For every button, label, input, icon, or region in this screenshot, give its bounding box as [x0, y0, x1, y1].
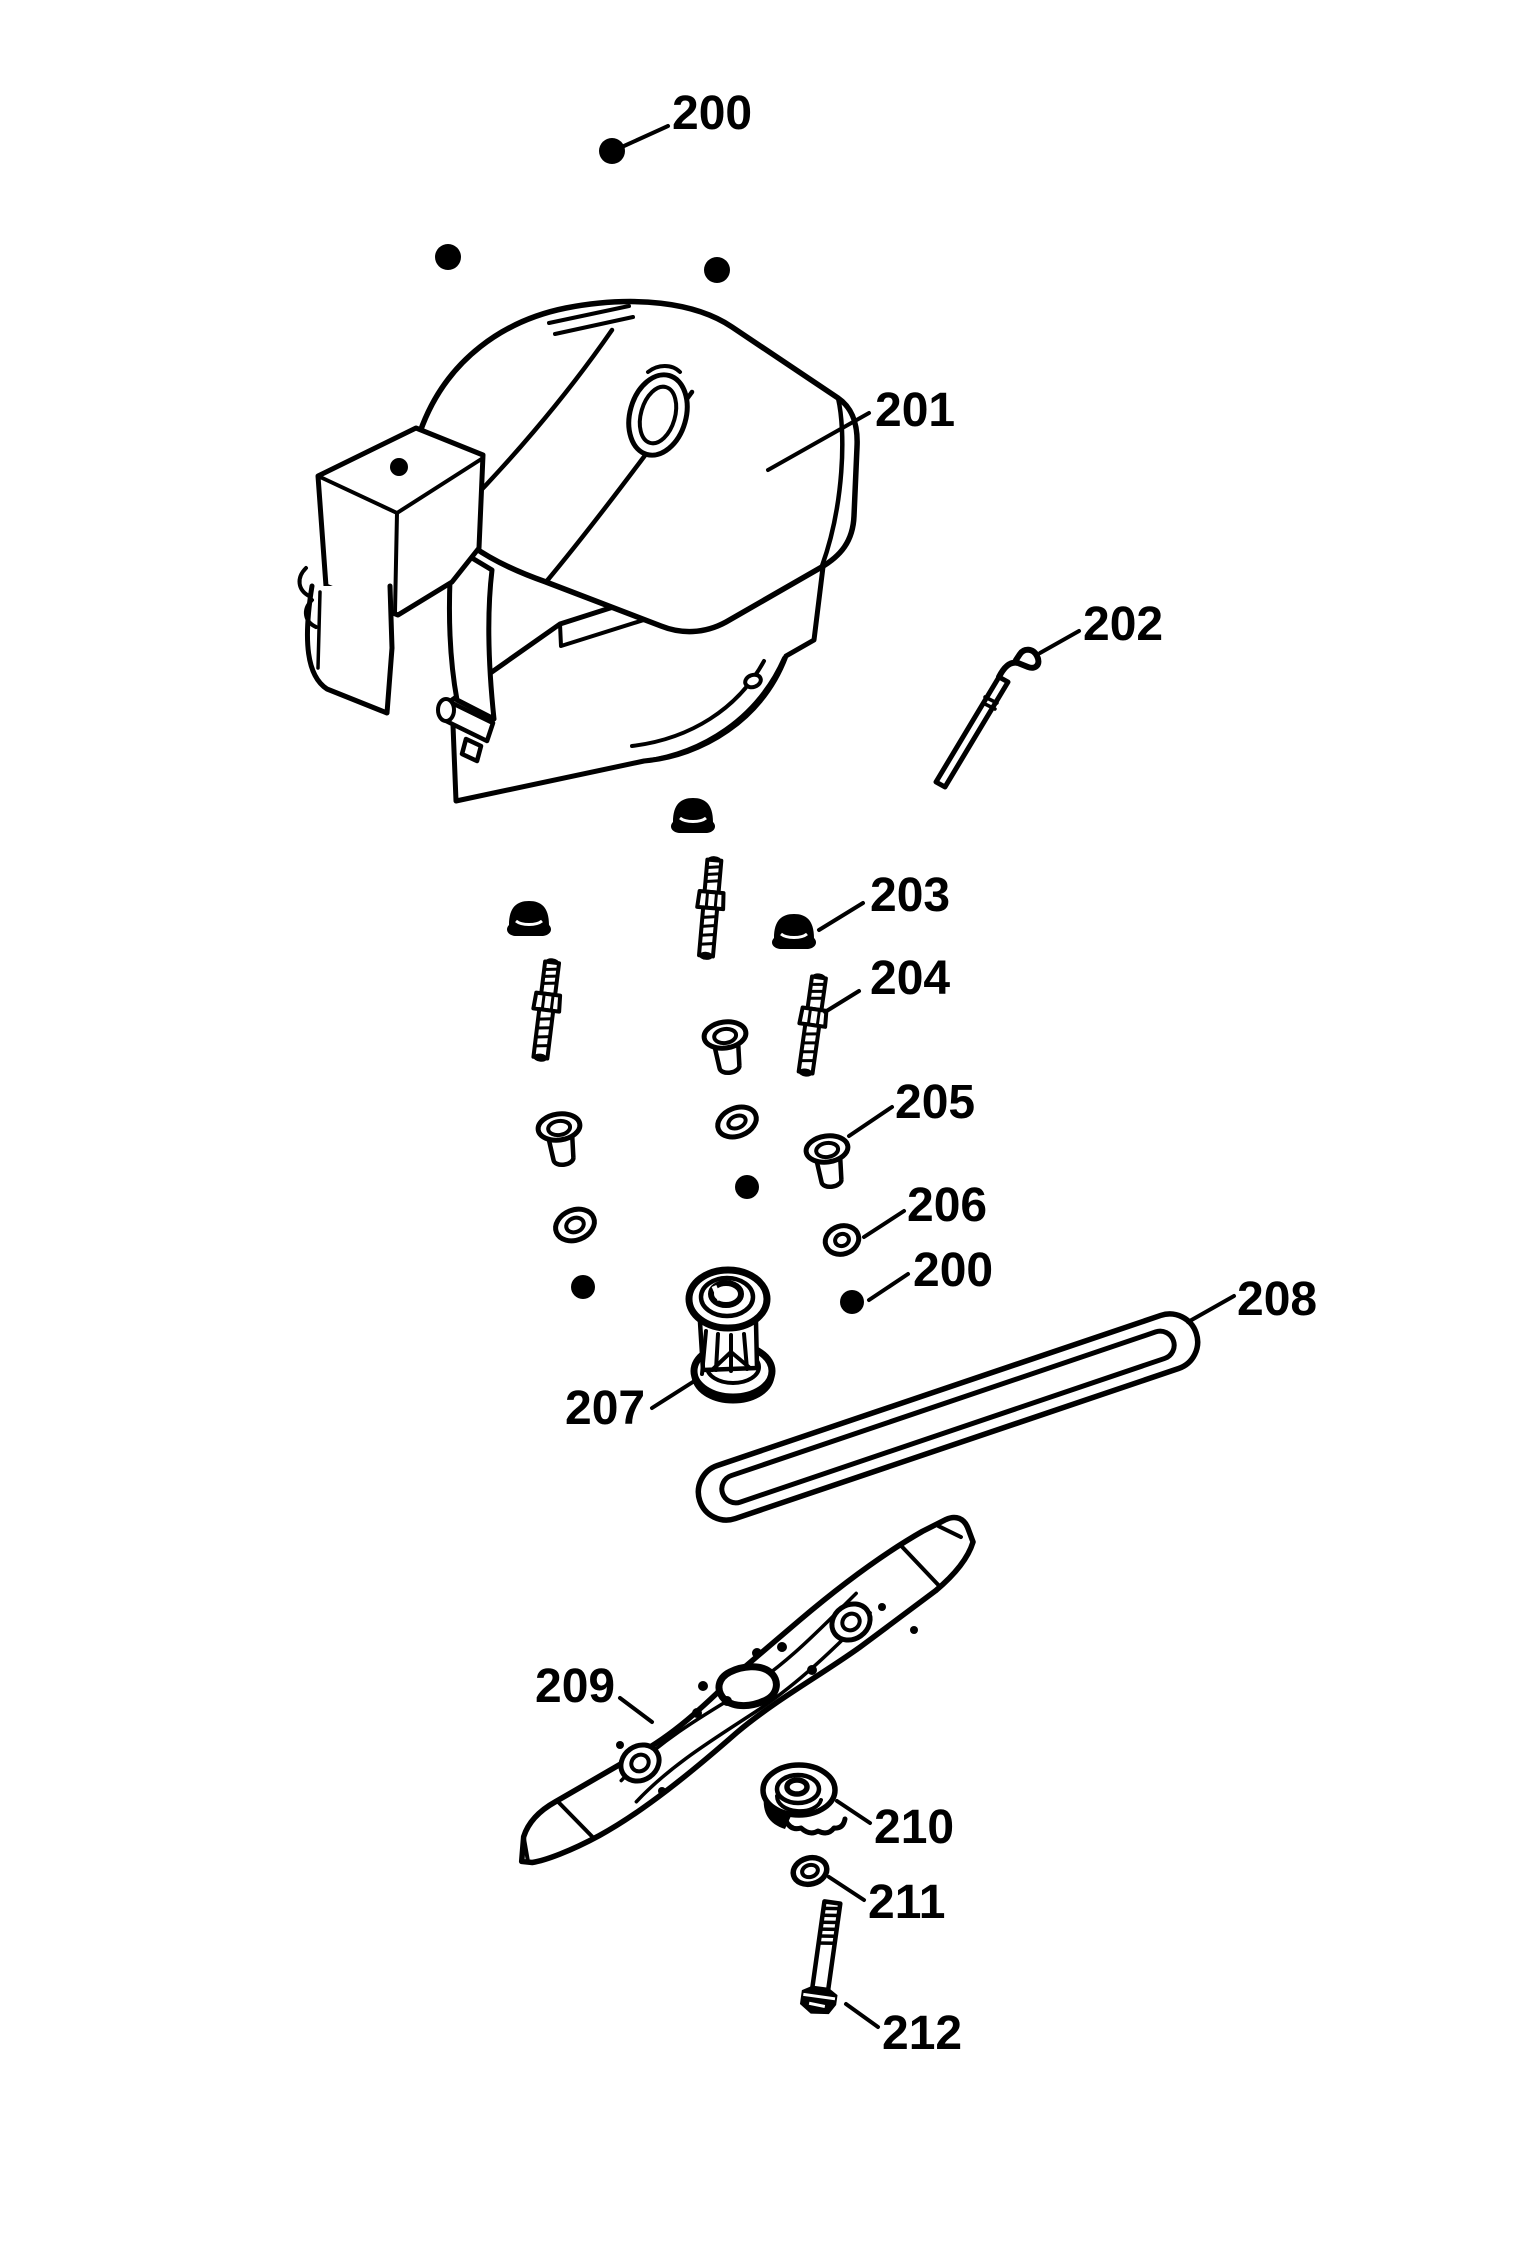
leader-line-202: [1038, 629, 1081, 655]
drain-elbow: [436, 697, 496, 764]
washer-group: [553, 1104, 862, 1888]
callout-label-201: 201: [875, 384, 955, 437]
blade-holes: [616, 1603, 918, 1795]
leader-line-200-top: [622, 124, 670, 148]
callout-label-203: 203: [870, 869, 950, 922]
leader-line-203: [817, 901, 865, 932]
small-nut: [704, 257, 730, 283]
blade-drawing: [518, 1514, 976, 1866]
leader-line-210: [835, 1799, 872, 1825]
pin-drawing: [933, 646, 1042, 790]
small-nut-group: [435, 138, 864, 1314]
callout-label-204: 204: [870, 952, 950, 1005]
stud: [796, 973, 829, 1077]
callout-label-200-top: 200: [672, 87, 752, 140]
pulley-drawing: [685, 1266, 776, 1404]
flat-washer: [790, 1854, 830, 1888]
callout-label-200-mid: 200: [913, 1244, 993, 1297]
blade-center-hole: [715, 1663, 780, 1710]
small-nut: [435, 244, 461, 270]
small-nut: [599, 138, 625, 164]
small-nut: [840, 1290, 864, 1314]
blade-boss: [618, 1742, 662, 1784]
shoulder-bolt: [701, 1019, 749, 1076]
callout-label-205: 205: [895, 1076, 975, 1129]
callout-label-208: 208: [1237, 1273, 1317, 1326]
shoulder-bolt: [535, 1111, 583, 1168]
dome-nut: [507, 901, 551, 936]
leader-line-209: [618, 1696, 654, 1724]
callout-label-206: 206: [907, 1179, 987, 1232]
callouts-layer: 200 201 202 203 204 205 206 200 207 208 209 210 211 2…: [535, 87, 1317, 2060]
leader-line-201: [766, 411, 871, 472]
belt-drawing: [695, 1311, 1201, 1523]
dome-nut: [772, 914, 816, 949]
leader-line-200-mid: [867, 1272, 910, 1302]
flat-washer: [553, 1206, 597, 1244]
recoil-handle: [626, 364, 690, 458]
callout-label-202: 202: [1083, 598, 1163, 651]
stud: [695, 856, 726, 960]
shoulder-bolt-group: [535, 1019, 851, 1190]
callout-label-209: 209: [535, 1660, 615, 1713]
stud-group: [531, 856, 829, 1077]
leader-line-205: [847, 1105, 894, 1138]
dome-nut: [671, 798, 715, 833]
small-nut: [571, 1275, 595, 1299]
leader-line-207: [650, 1378, 698, 1410]
fuel-tank: [297, 425, 486, 716]
blade-holder-drawing: [760, 1762, 848, 1836]
dome-nut-group: [507, 798, 816, 949]
callout-label-207: 207: [565, 1382, 645, 1435]
small-nut: [735, 1175, 759, 1199]
callout-label-210: 210: [874, 1801, 954, 1854]
blade-boss: [829, 1601, 873, 1643]
engine-drawing: [297, 298, 860, 804]
flat-washer: [822, 1223, 862, 1257]
leader-line-206: [862, 1209, 906, 1239]
leader-line-211: [827, 1875, 866, 1902]
bolt-drawing: [799, 1899, 843, 2015]
callout-label-212: 212: [882, 2007, 962, 2060]
stud: [531, 958, 563, 1062]
leader-line-212: [844, 2002, 880, 2029]
flat-washer: [715, 1104, 759, 1140]
leader-line-208: [1186, 1294, 1236, 1324]
callout-label-211: 211: [868, 1876, 945, 1929]
shoulder-bolt: [803, 1133, 851, 1190]
leader-line-204: [823, 989, 861, 1014]
